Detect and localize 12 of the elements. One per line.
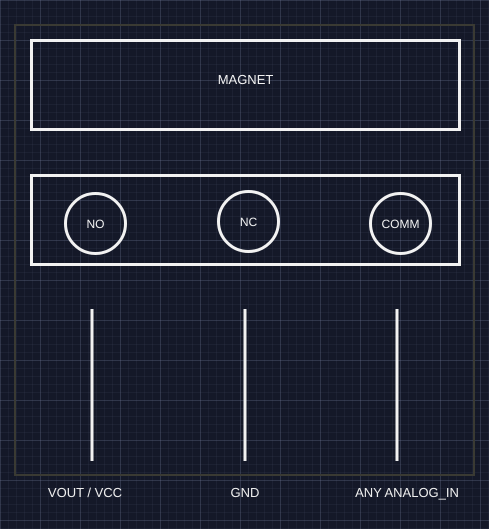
terminal-label: NC (240, 214, 258, 228)
terminal-circle (369, 192, 432, 255)
terminal-circle (217, 190, 280, 253)
terminal-label: NO (86, 216, 104, 230)
pin-label: ANY ANALOG_IN (355, 485, 459, 500)
terminal-label: COMM (382, 216, 420, 230)
pin-label: GND (230, 485, 260, 500)
component-label: MAGNET (218, 72, 274, 87)
pin-label: VOUT / VCC (48, 485, 122, 500)
magnet-box (30, 39, 461, 131)
relay-box (30, 174, 461, 266)
terminal-circle (64, 192, 127, 255)
